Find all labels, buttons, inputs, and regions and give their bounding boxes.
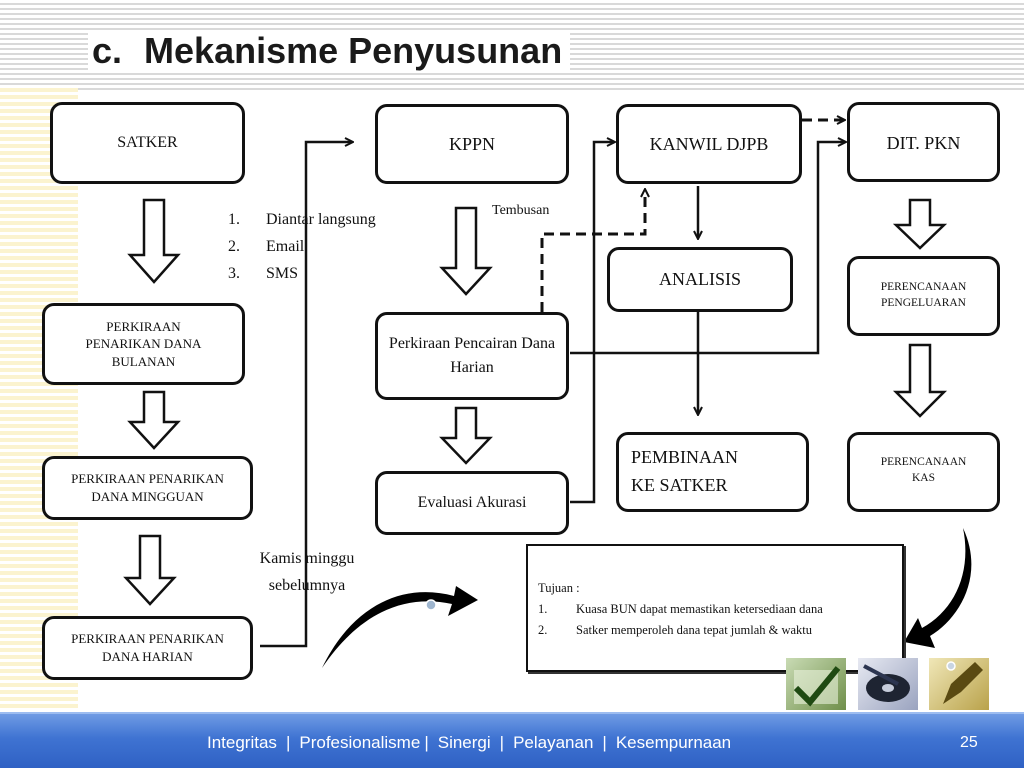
box-kanwil-djpb: KANWIL DJPB <box>616 104 802 184</box>
curved-arrow-right <box>904 528 972 648</box>
footer-value: Sinergi <box>437 733 491 752</box>
channel-item: 1.Diantar langsung <box>228 211 376 228</box>
box-satker: SATKER <box>50 102 245 184</box>
kamis-label: Kamis minggu sebelumnya <box>259 550 355 594</box>
tujuan-box: Tujuan : 1.Kuasa BUN dapat memastikan ke… <box>526 544 904 672</box>
channel-item: 2.Email <box>228 238 305 255</box>
tujuan-item: 2.Satker memperoleh dana tepat jumlah & … <box>538 623 813 637</box>
arrow-evaluasi-to-kanwil <box>570 142 614 504</box>
footer-separator: | <box>602 733 607 752</box>
box-perkiraan-mingguan: PERKIRAAN PENARIKAN DANA MINGGUAN <box>42 456 253 520</box>
tembusan-label: Tembusan <box>492 203 550 218</box>
curved-arrow-left <box>322 586 478 668</box>
down-arrow-satker <box>127 198 181 284</box>
footer-separator: | <box>424 733 429 752</box>
pen-icon <box>929 658 989 710</box>
box-perkiraan-harian: PERKIRAAN PENARIKAN DANA HARIAN <box>42 616 253 680</box>
down-arrow-pencairan <box>439 406 493 465</box>
down-arrow-mingguan <box>123 534 177 606</box>
dashed-tembusan-arrow <box>540 190 645 312</box>
down-arrow-bulanan <box>127 390 181 450</box>
left-stripe-pattern <box>0 88 78 710</box>
footer-separator: | <box>285 733 291 752</box>
page-title: c.Mekanisme Penyusunan <box>88 30 571 72</box>
arrow-harian-to-kppn <box>260 142 352 648</box>
page-number: 25 <box>960 734 978 751</box>
box-kppn: KPPN <box>375 104 569 184</box>
disc-icon <box>858 658 918 710</box>
box-perkiraan-bulanan: PERKIRAAN PENARIKAN DANA BULANAN <box>42 303 245 385</box>
arrow-pencairan-to-ditpkn <box>570 142 845 355</box>
box-analisis: ANALISIS <box>607 247 793 312</box>
footer-bar: Integritas|Profesionalisme|Sinergi|Pelay… <box>0 712 1024 768</box>
box-pembinaan: PEMBINAAN KE SATKER <box>616 432 809 512</box>
footer-value: Profesionalisme <box>299 733 421 752</box>
footer-values: Integritas|Profesionalisme|Sinergi|Pelay… <box>207 733 731 753</box>
box-perkiraan-pencairan: Perkiraan Pencairan Dana Harian <box>375 312 569 400</box>
tujuan-item: 1.Kuasa BUN dapat memastikan ketersediaa… <box>538 602 823 616</box>
down-arrow-kppn <box>439 206 493 296</box>
box-perencanaan-kas: PERENCANAAN KAS <box>847 432 1000 512</box>
down-arrow-pengeluaran <box>892 343 948 418</box>
box-perencanaan-pengeluaran: PERENCANAAN PENGELUARAN <box>847 256 1000 336</box>
box-evaluasi-akurasi: Evaluasi Akurasi <box>375 471 569 535</box>
footer-value: Integritas <box>207 733 277 752</box>
footer-value: Pelayanan <box>513 733 594 752</box>
channel-item: 3.SMS <box>228 265 299 282</box>
down-arrow-ditpkn <box>892 198 948 250</box>
check-icon <box>786 658 846 710</box>
footer-separator: | <box>499 733 505 752</box>
box-dit-pkn: DIT. PKN <box>847 102 1000 182</box>
tujuan-heading: Tujuan : <box>538 581 580 595</box>
delivery-channel-list: 1.Diantar langsung 2.Email 3.SMS <box>228 206 376 287</box>
footer-value: Kesempurnaan <box>615 733 732 752</box>
